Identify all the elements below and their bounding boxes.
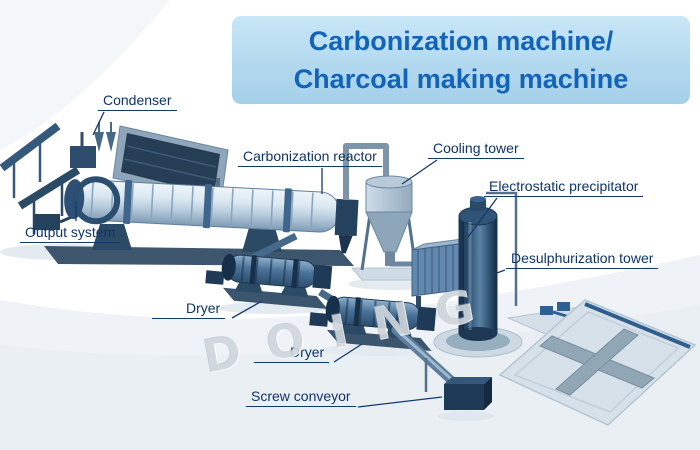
foundation-pads bbox=[498, 299, 697, 426]
pump-box bbox=[557, 302, 570, 311]
title-line-1: Carbonization machine/ bbox=[308, 26, 614, 56]
title-banner: Carbonization machine/ Charcoal making m… bbox=[232, 16, 690, 104]
label-output-system: Output system bbox=[20, 224, 121, 243]
dryer-1-unit bbox=[205, 253, 333, 314]
label-screw-conveyor: Screw conveyor bbox=[246, 388, 356, 407]
label-desulphurization-tower: Desulphurization tower bbox=[506, 250, 659, 269]
leader-lines bbox=[75, 111, 506, 408]
screw-conveyor-unit bbox=[388, 320, 494, 421]
carbonization-reactor-unit bbox=[34, 176, 359, 266]
label-electrostatic-precipitator: Electrostatic precipitator bbox=[484, 178, 644, 197]
pump-box bbox=[540, 306, 553, 315]
label-condenser: Condenser bbox=[98, 92, 177, 111]
label-carbonization-reactor: Carbonization reactor bbox=[238, 148, 382, 167]
label-dryer-1: Dryer bbox=[152, 300, 226, 319]
label-dryer-2: Dryer bbox=[254, 344, 330, 363]
reactor-to-cooling-pipe bbox=[343, 143, 389, 200]
label-cooling-tower: Cooling tower bbox=[428, 140, 524, 159]
dryer-2-unit bbox=[309, 295, 437, 356]
title-line-2: Charcoal making machine bbox=[293, 64, 629, 94]
